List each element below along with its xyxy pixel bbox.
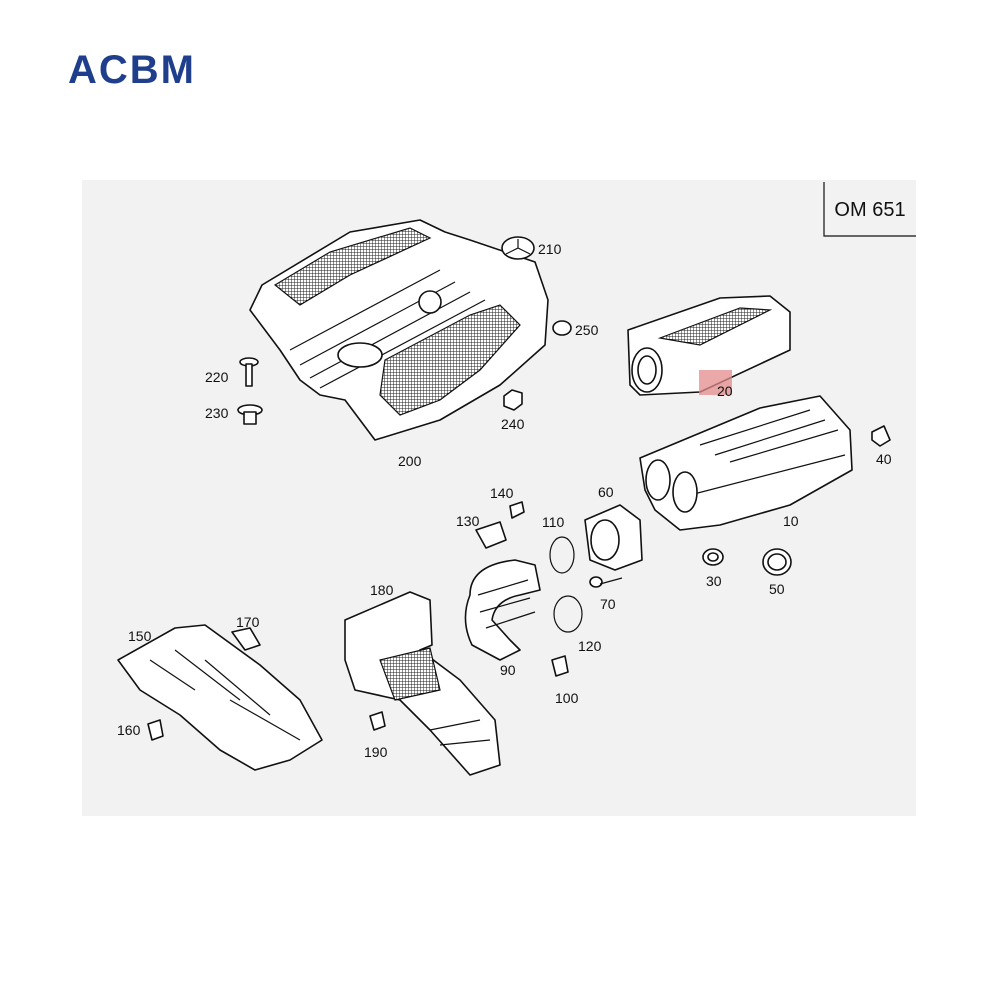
air-filter-part-20 bbox=[627, 295, 791, 396]
callout-230: 230 bbox=[205, 405, 229, 421]
star-emblem-part-210 bbox=[501, 236, 535, 260]
engine-label-box: OM 651 bbox=[823, 182, 916, 237]
clip-part-100 bbox=[551, 655, 569, 677]
callout-150: 150 bbox=[128, 628, 152, 644]
seal-part-30 bbox=[702, 548, 724, 566]
heat-shield-part-150 bbox=[117, 624, 323, 771]
air-mass-sensor-part-60 bbox=[584, 504, 643, 571]
callout-highlight bbox=[699, 370, 732, 395]
screw-part-70 bbox=[589, 576, 623, 588]
callout-90: 90 bbox=[500, 662, 516, 678]
grommet-part-250 bbox=[552, 320, 572, 336]
engine-cover-part-200 bbox=[249, 219, 549, 441]
bolt-part-140 bbox=[509, 501, 525, 519]
nut-part-240 bbox=[503, 389, 523, 411]
callout-130: 130 bbox=[456, 513, 480, 529]
callout-140: 140 bbox=[490, 485, 514, 501]
callout-160: 160 bbox=[117, 722, 141, 738]
air-filter-housing-part-10 bbox=[639, 395, 853, 531]
clip-part-230 bbox=[237, 404, 263, 425]
bracket-part-170 bbox=[231, 627, 261, 651]
engine-label: OM 651 bbox=[834, 199, 905, 221]
callout-110: 110 bbox=[542, 514, 565, 530]
seal-part-50 bbox=[762, 548, 792, 576]
intake-hose-part-90 bbox=[464, 559, 541, 661]
callout-20: 20 bbox=[717, 383, 733, 399]
sensor-part-130 bbox=[475, 521, 507, 549]
clip-part-160 bbox=[147, 719, 164, 741]
callout-180: 180 bbox=[370, 582, 394, 598]
callout-60: 60 bbox=[598, 484, 614, 500]
callout-labels: 210 250 220 230 240 200 20 40 10 140 130… bbox=[117, 241, 892, 760]
clamp-part-110 bbox=[549, 536, 575, 574]
grommet-part-40 bbox=[871, 425, 891, 447]
callout-240: 240 bbox=[501, 416, 525, 432]
clamp-part-120 bbox=[553, 595, 583, 633]
callout-30: 30 bbox=[706, 573, 722, 589]
callout-50: 50 bbox=[769, 581, 785, 597]
clip-part-190 bbox=[369, 711, 386, 731]
brand-logo: ACBM bbox=[68, 48, 196, 92]
callout-170: 170 bbox=[236, 614, 260, 630]
callout-210: 210 bbox=[538, 241, 562, 257]
callout-120: 120 bbox=[578, 638, 602, 654]
callout-70: 70 bbox=[600, 596, 616, 612]
callout-100: 100 bbox=[555, 690, 579, 706]
callout-220: 220 bbox=[205, 369, 229, 385]
callout-250: 250 bbox=[575, 322, 599, 338]
intake-duct-part-180 bbox=[344, 591, 501, 776]
callout-40: 40 bbox=[876, 451, 892, 467]
bolt-part-220 bbox=[239, 357, 259, 387]
callout-200: 200 bbox=[398, 453, 422, 469]
callout-190: 190 bbox=[364, 744, 388, 760]
callout-10: 10 bbox=[783, 513, 799, 529]
